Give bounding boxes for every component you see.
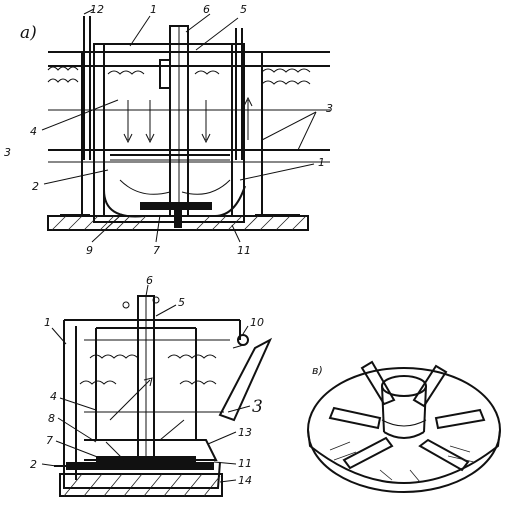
label-b-5: 5 — [178, 296, 185, 309]
figure-a-panel-letter: a) — [20, 23, 37, 43]
label-2: 2 — [32, 180, 39, 193]
label-7: 7 — [153, 244, 160, 257]
figure-a: a) 12 1 6 5 4 3 3 2 1 9 7 11 — [4, 3, 333, 257]
label-b-2: 2 — [30, 458, 37, 471]
label-b-11: 11 — [238, 457, 252, 470]
label-1-right: 1 — [318, 156, 325, 169]
label-4: 4 — [30, 125, 37, 138]
label-6: 6 — [203, 3, 210, 16]
label-b-6: 6 — [146, 274, 153, 287]
label-b-7: 7 — [46, 434, 53, 447]
figure-b: 6 5 1 10 4 3 8 7 13 2 11 14 — [30, 274, 273, 497]
label-3-left: 3 — [4, 146, 11, 159]
figure-c-panel-letter: в) — [312, 364, 323, 377]
label-b-13: 13 — [238, 426, 252, 439]
label-5: 5 — [240, 3, 247, 16]
label-b-3: 3 — [252, 397, 263, 417]
label-11: 11 — [237, 244, 251, 257]
label-b-4: 4 — [50, 390, 57, 403]
label-9: 9 — [86, 244, 93, 257]
figure-c-impeller: в) — [307, 360, 501, 493]
label-b-1: 1 — [44, 316, 51, 329]
label-1: 1 — [150, 3, 157, 16]
label-b-14: 14 — [238, 474, 252, 487]
label-12: 12 — [90, 3, 104, 16]
label-3-right: 3 — [326, 102, 333, 115]
label-b-10: 10 — [250, 316, 264, 329]
label-b-8: 8 — [48, 412, 55, 425]
